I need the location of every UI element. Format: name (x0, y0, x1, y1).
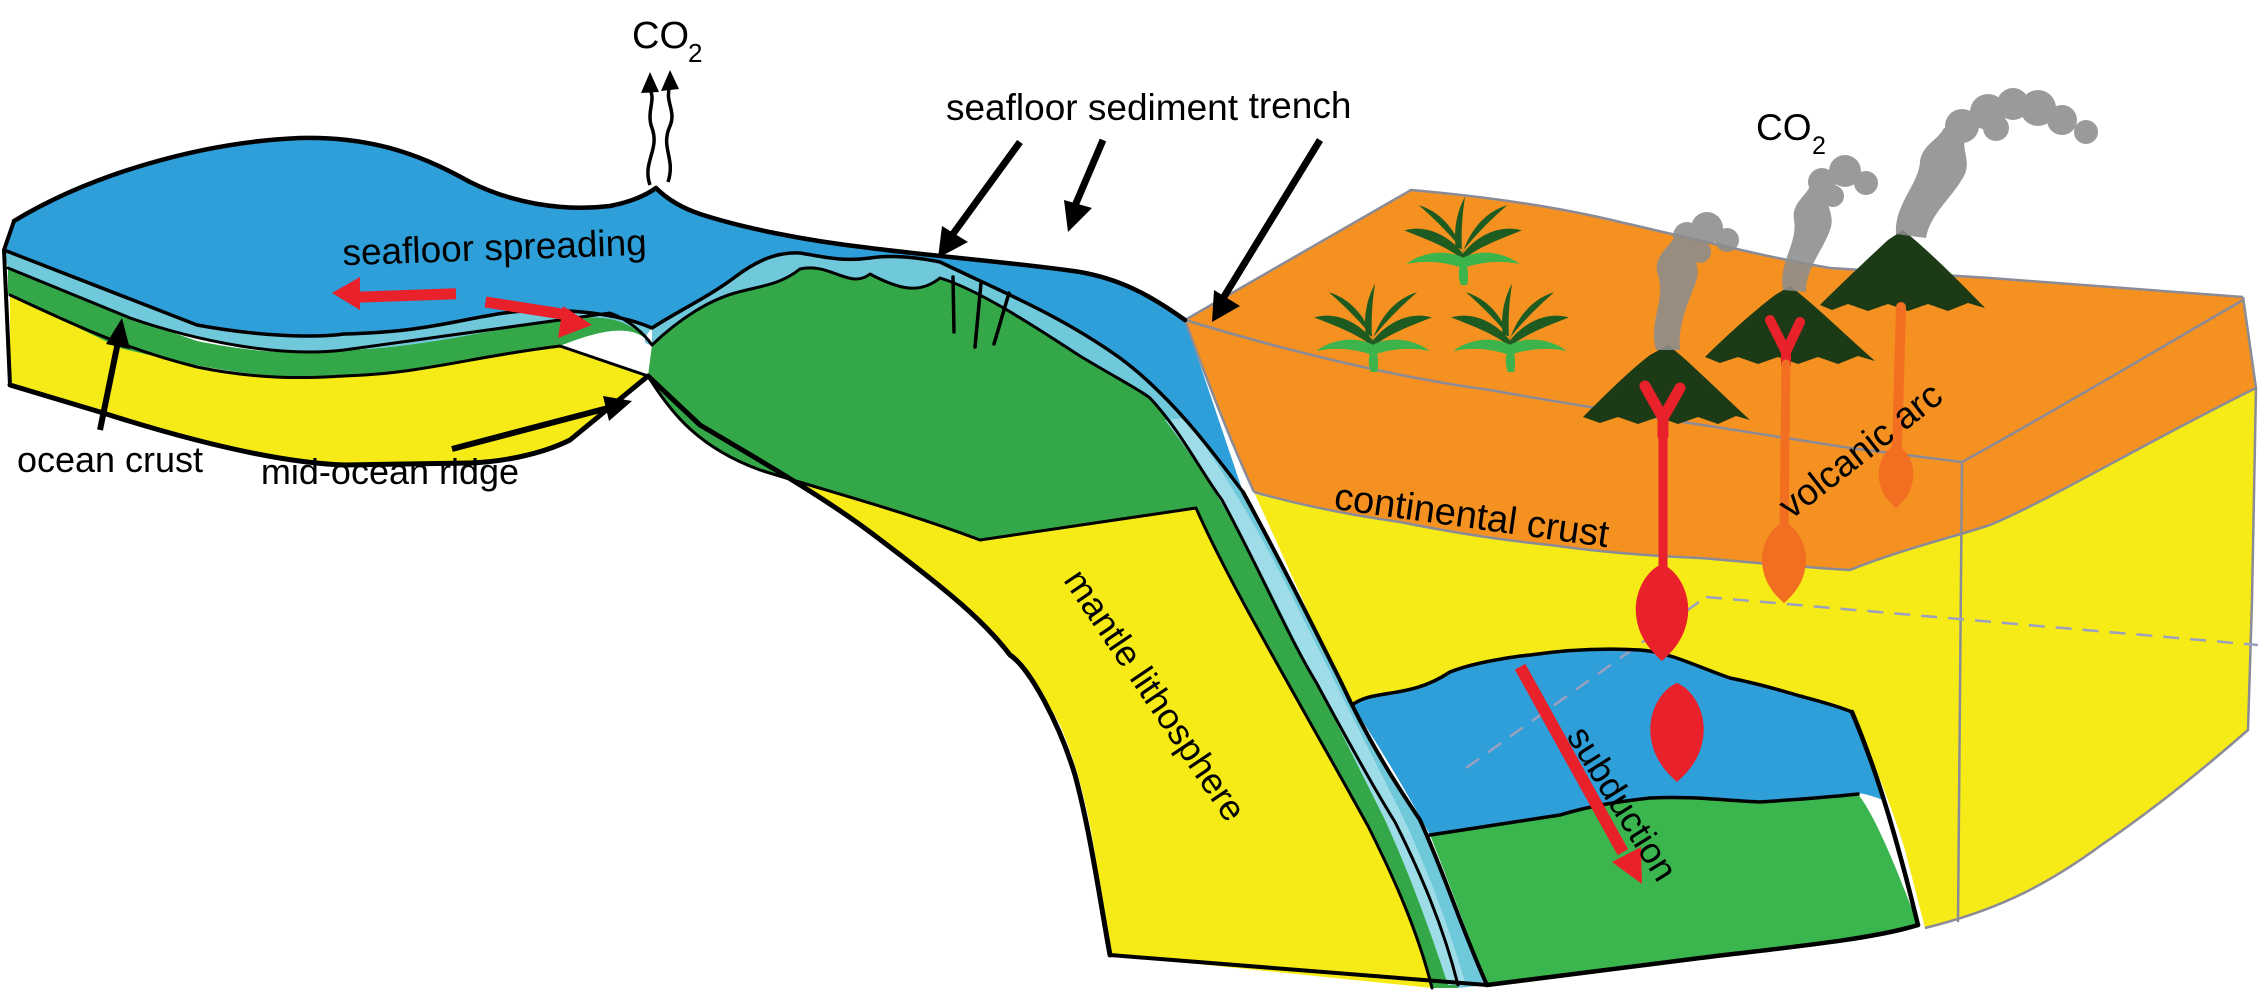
co2-wavy-arrow-2 (664, 89, 674, 183)
co2-right-subscript: 2 (1812, 132, 1826, 160)
seafloor-sediment-label: seafloor sediment (946, 87, 1239, 128)
ocean-crust-label: ocean crust (17, 439, 203, 480)
co2-left-subscript: 2 (688, 38, 702, 68)
continental-right-edge (1924, 296, 2258, 930)
trench-arrow (1212, 138, 1323, 322)
outer-right-edge (1849, 709, 1921, 928)
fault-tick-1 (951, 275, 956, 334)
mantle-window-top-edge (1350, 647, 1854, 714)
water-back-edge (11, 135, 1188, 323)
label-arrows (97, 138, 1323, 452)
crust-front-right-corner (1956, 461, 1964, 923)
ocean-crust-layer (8, 267, 1458, 988)
block-edges (1183, 188, 2258, 930)
spreading-arrow-left (332, 277, 457, 310)
mantle-window-blue (1352, 649, 1883, 835)
trench-coast-edge (1183, 319, 1256, 493)
co2-wavy-arrow-1 (646, 89, 656, 186)
co2-arrowhead-1 (641, 72, 659, 93)
continental-block (1185, 190, 2256, 928)
crust-ridge-line (1184, 318, 1963, 464)
sediment-arrow-left (938, 139, 1023, 258)
conduit-stem-back (1892, 302, 1906, 455)
continental-crust-region (1185, 190, 2256, 570)
sediment-arrow-right (1064, 138, 1107, 232)
co2-right-label: CO (1756, 107, 1812, 148)
oceanic-plate (4, 137, 1487, 988)
co2-left-label: CO (632, 15, 689, 57)
deep-mantle-green (1430, 794, 1918, 985)
fault-ticks (951, 275, 1011, 349)
volcano-middle (1705, 286, 1875, 364)
window-deep-mantle-edge (1428, 792, 1860, 837)
subduction-arrow (1514, 663, 1642, 884)
mid-oc-ridge-arrow (451, 396, 632, 452)
smoke-plume-front (1653, 212, 1739, 350)
mid-ocean-ridge-label: mid-ocean ridge (261, 451, 519, 492)
fault-tick-2 (973, 281, 983, 349)
sediment-highlight-stripe (1165, 418, 1466, 985)
deep-mantle-bottom-edge (1484, 922, 1921, 988)
fault-tick-3 (992, 291, 1011, 346)
mantle-lithosphere-layer (10, 295, 1432, 988)
continental-mantle-box (1254, 388, 2256, 928)
co2-vent-arrows (646, 89, 674, 186)
volcano-back (1820, 230, 1985, 311)
volcano-front (1583, 345, 1750, 424)
conduit-stem-middle (1779, 359, 1791, 533)
magma-conduits (1639, 302, 1906, 573)
crust-mantle-left-edge (8, 293, 1434, 990)
trench-label: trench (1249, 85, 1352, 126)
ocean-crust-arrow (97, 318, 130, 431)
motion-arrows (332, 277, 1642, 884)
smoke-plume-back (1895, 88, 2098, 238)
smoke-plumes (1653, 88, 2098, 350)
ocean-water-surface (4, 137, 1243, 492)
sediment-crust-edge (6, 266, 1460, 987)
crust-corner-line (1961, 298, 2244, 464)
spreading-arrow-right (484, 296, 592, 338)
plate-outlines (2, 135, 1921, 990)
hidden-edge-right (1705, 595, 2259, 647)
slab-bottom-cut-edge (1108, 953, 1489, 987)
seafloor-edge (2, 248, 1245, 494)
smoke-plume-middle (1782, 155, 1878, 292)
slab-top-edge (1241, 490, 1489, 987)
crust-mantle-boundary (1253, 386, 2257, 572)
co2-arrowhead-2 (661, 70, 679, 91)
volcanic-arc-volcanoes (1583, 230, 1985, 424)
plate-bottom-outline (7, 373, 1113, 958)
